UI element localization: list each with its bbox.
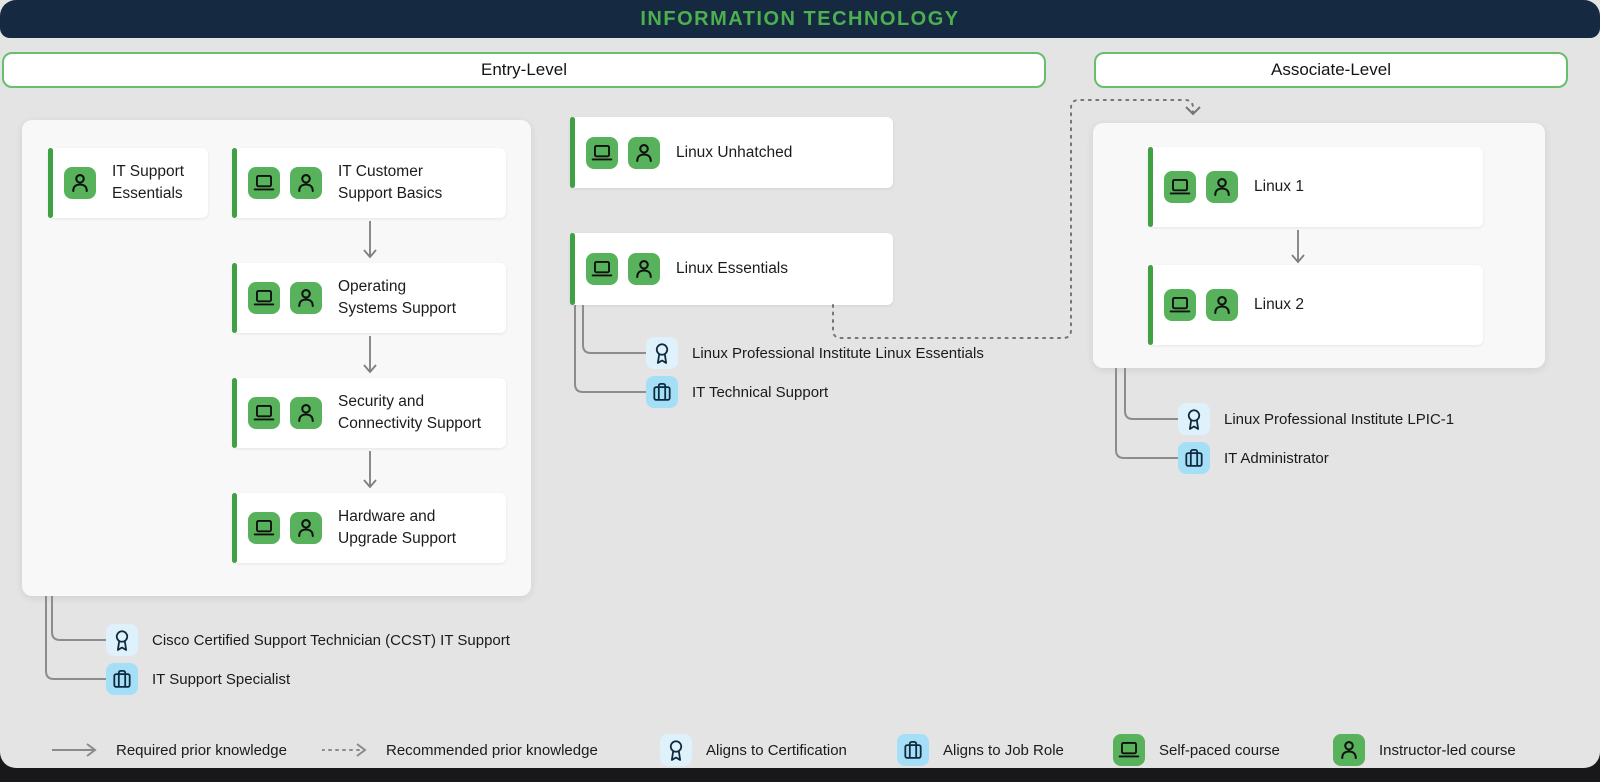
legend-job-role: Aligns to Job Role [897, 734, 1064, 766]
certification-label: Linux Professional Institute Linux Essen… [692, 344, 984, 362]
course-title: Linux 2 [1254, 296, 1304, 313]
instructor-led-person-icon [290, 512, 322, 544]
course-accent-bar [232, 493, 237, 563]
legend-required: Required prior knowledge [52, 734, 287, 766]
instructor-led-person-icon [1333, 734, 1365, 766]
legend-label: Aligns to Job Role [943, 741, 1064, 759]
recommended-dashed-arrow [832, 99, 1201, 339]
course-accent-bar [48, 148, 53, 218]
instructor-led-person-icon [628, 136, 660, 169]
level-pill-associate: Associate-Level [1094, 52, 1568, 88]
certification-row-linux-essentials: Linux Professional Institute Linux Essen… [646, 337, 984, 369]
job-role-briefcase-icon [897, 734, 929, 766]
course-card-linux-essentials[interactable]: Linux Essentials [570, 233, 893, 305]
job-role-label: IT Technical Support [692, 383, 829, 401]
course-title: Operating Systems Support [338, 278, 457, 317]
course-card-it-customer-support-basics[interactable]: IT Customer Support Basics [232, 148, 506, 218]
self-paced-laptop-icon [248, 282, 280, 314]
job-role-label: IT Support Specialist [152, 670, 291, 688]
certification-ribbon-icon [106, 624, 138, 656]
legend-certification: Aligns to Certification [660, 734, 847, 766]
instructor-led-person-icon [290, 282, 322, 314]
legend-label: Required prior knowledge [116, 741, 287, 759]
course-title: IT Support Essentials [112, 163, 185, 202]
required-arrow [1291, 230, 1305, 264]
course-accent-bar [1148, 265, 1153, 345]
legend-label: Instructor-led course [1379, 741, 1516, 759]
job-role-briefcase-icon [1178, 442, 1210, 474]
instructor-led-person-icon [1206, 171, 1238, 203]
instructor-led-person-icon [290, 167, 322, 199]
course-accent-bar [232, 263, 237, 333]
course-card-security-connectivity-support[interactable]: Security and Connectivity Support [232, 378, 506, 448]
course-accent-bar [570, 233, 575, 305]
legend-label: Recommended prior knowledge [386, 741, 598, 759]
course-title: IT Customer Support Basics [338, 163, 443, 202]
course-accent-bar [232, 148, 237, 218]
alignment-connector [1115, 368, 1178, 459]
alignment-connector [574, 305, 646, 393]
required-arrow [363, 221, 377, 259]
self-paced-laptop-icon [248, 512, 280, 544]
course-accent-bar [1148, 147, 1153, 227]
course-card-operating-systems-support[interactable]: Operating Systems Support [232, 263, 506, 333]
level-pill-entry: Entry-Level [2, 52, 1046, 88]
course-card-linux-1[interactable]: Linux 1 [1148, 147, 1483, 227]
certification-ribbon-icon [660, 734, 692, 766]
legend-instructor-led: Instructor-led course [1333, 734, 1516, 766]
self-paced-laptop-icon [1113, 734, 1145, 766]
self-paced-laptop-icon [248, 397, 280, 429]
job-role-label: IT Administrator [1224, 449, 1329, 467]
required-arrow [363, 336, 377, 374]
job-role-row-entry: IT Support Specialist [106, 663, 290, 695]
self-paced-laptop-icon [1164, 171, 1196, 203]
self-paced-laptop-icon [1164, 289, 1196, 321]
instructor-led-person-icon [64, 167, 96, 199]
level-label-associate: Associate-Level [1270, 60, 1391, 79]
instructor-led-person-icon [1206, 289, 1238, 321]
job-role-row-linux-essentials: IT Technical Support [646, 376, 828, 408]
legend-label: Aligns to Certification [706, 741, 847, 759]
certification-label: Linux Professional Institute LPIC-1 [1224, 410, 1455, 428]
course-card-hardware-upgrade-support[interactable]: Hardware and Upgrade Support [232, 493, 506, 563]
legend-recommended: Recommended prior knowledge [322, 734, 598, 766]
level-label-entry: Entry-Level [481, 60, 567, 79]
course-title: Linux Unhatched [676, 143, 793, 161]
self-paced-laptop-icon [586, 253, 618, 285]
instructor-led-person-icon [628, 253, 660, 285]
self-paced-laptop-icon [248, 167, 280, 199]
dashed-arrow-icon [322, 742, 372, 758]
course-card-linux-unhatched[interactable]: Linux Unhatched [570, 117, 893, 188]
legend-label: Self-paced course [1159, 741, 1280, 759]
job-role-briefcase-icon [106, 663, 138, 695]
course-title: Linux 1 [1254, 178, 1304, 195]
certification-ribbon-icon [1178, 403, 1210, 435]
header-bar: INFORMATION TECHNOLOGY [0, 0, 1600, 38]
certification-row-entry: Cisco Certified Support Technician (CCST… [106, 624, 510, 656]
course-card-linux-2[interactable]: Linux 2 [1148, 265, 1483, 345]
self-paced-laptop-icon [586, 136, 618, 169]
course-title: Security and Connectivity Support [338, 393, 482, 432]
alignment-connector [45, 596, 106, 680]
solid-arrow-icon [52, 742, 102, 758]
job-role-row-associate: IT Administrator [1178, 442, 1329, 474]
course-title: Linux Essentials [676, 260, 789, 277]
course-card-it-support-essentials[interactable]: IT Support Essentials [48, 148, 208, 218]
certification-label: Cisco Certified Support Technician (CCST… [152, 631, 510, 649]
job-role-briefcase-icon [646, 376, 678, 408]
course-accent-bar [232, 378, 237, 448]
instructor-led-person-icon [290, 397, 322, 429]
certification-row-associate: Linux Professional Institute LPIC-1 [1178, 403, 1454, 435]
required-arrow [363, 451, 377, 489]
page-title: INFORMATION TECHNOLOGY [640, 7, 960, 30]
course-title: Hardware and Upgrade Support [338, 508, 457, 547]
certification-ribbon-icon [646, 337, 678, 369]
course-accent-bar [570, 117, 575, 188]
legend-self-paced: Self-paced course [1113, 734, 1280, 766]
